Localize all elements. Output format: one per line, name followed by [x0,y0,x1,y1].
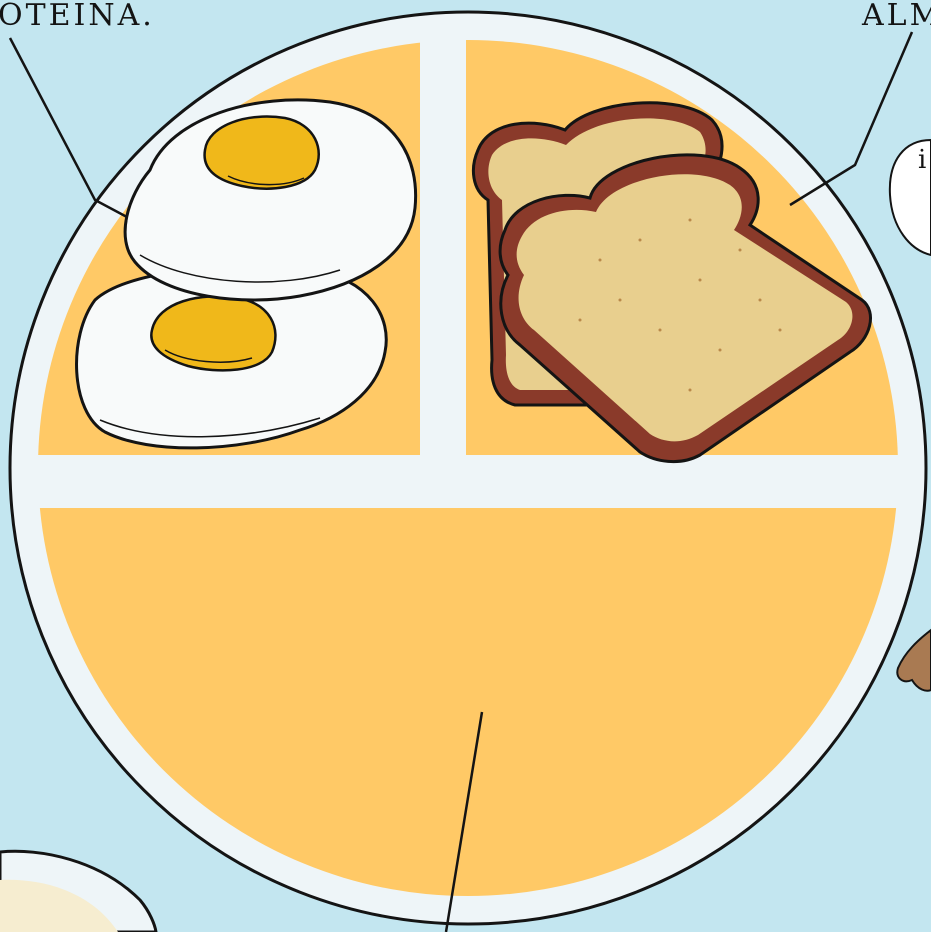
grain-label: ALM [862,0,931,33]
vegetable-section [38,508,898,896]
speech-bubble-text: i [918,145,930,175]
pointer-line-right [789,31,914,207]
hand-icon [896,628,931,692]
pointer-line-bottom [444,711,484,932]
egg-white-top [123,98,418,302]
toast-front-crumb [516,174,853,442]
speech-bubble [888,138,931,257]
bowl-contents [0,879,118,932]
toast-slices-illustration [471,101,872,464]
egg-yolk-bottom [150,295,277,372]
egg-yolk-top [203,115,320,190]
fried-eggs-illustration [75,98,418,450]
protein-label: OTEINA. [0,0,155,33]
